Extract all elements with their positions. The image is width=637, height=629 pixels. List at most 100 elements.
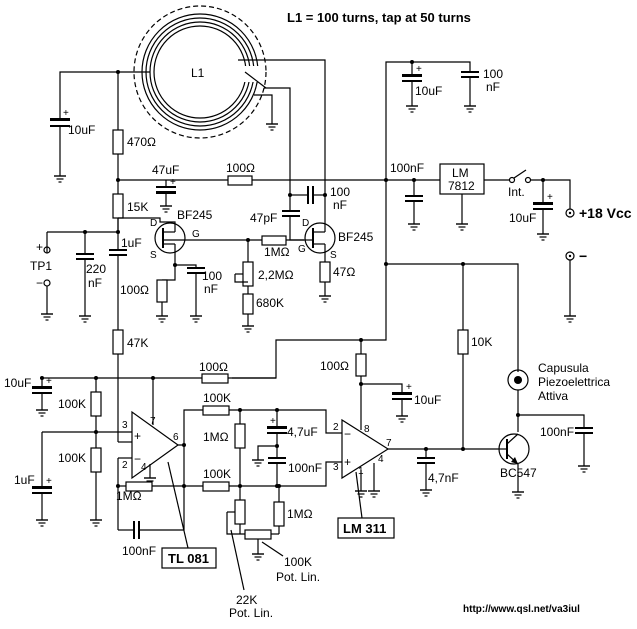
q1-pin-g: G: [192, 229, 200, 240]
resistor-680k-label: 680K: [256, 296, 284, 310]
resistor-10k: [457, 329, 469, 355]
cap-100nf-a-label: 100: [330, 185, 350, 199]
coil-label: L1: [191, 66, 205, 80]
resistor-100k-b: [90, 447, 102, 473]
q1-pin-s: S: [150, 250, 157, 261]
cap-100nf-top-unit: nF: [486, 80, 500, 94]
switch-contact-a: [508, 176, 516, 184]
resistor-100-a: [227, 175, 253, 186]
capacitor-10uf-lm311: + 10uF: [392, 382, 441, 410]
resistor-1m-a: [261, 235, 287, 246]
cap-100nf-b-unit: nF: [204, 282, 218, 296]
junctions: [40, 60, 545, 488]
resistor-100-c-label: 100Ω: [199, 360, 228, 374]
resistor-47k-label: 47K: [127, 336, 148, 350]
resistor-100k-c: [202, 405, 230, 416]
buzzer-line3: Attiva: [538, 389, 568, 403]
pot-22k-type: Pot. Lin.: [229, 606, 273, 620]
cap-10uf-e-label: 10uF: [4, 376, 31, 390]
resistor-100k-d-label: 100K: [203, 467, 231, 481]
cap-100nf-e-label: 100nF: [540, 425, 574, 439]
resistor-1m-c-label: 1MΩ: [116, 489, 142, 503]
chip-tl081-label: TL 081: [168, 551, 209, 566]
svg-text:+: +: [344, 455, 351, 469]
title: L1 = 100 turns, tap at 50 turns: [287, 10, 471, 25]
pot-100k[interactable]: [244, 529, 272, 540]
resistor-1m-d-label: 1MΩ: [287, 507, 313, 521]
supply-terminal-minus[interactable]: [565, 251, 575, 261]
resistor-47: [319, 261, 331, 283]
cap-10uf-reg-label: 10uF: [509, 211, 536, 225]
svg-text:+: +: [270, 416, 276, 427]
buzzer-line2: Piezoelettrica: [538, 375, 610, 389]
jfet-q1: D S G BF245: [118, 208, 213, 265]
q1-label: BF245: [177, 208, 213, 222]
svg-text:+: +: [547, 192, 553, 203]
resistor-1m-d: [273, 501, 285, 527]
comparator-lm311: − + 2 3 8 7 4 1: [333, 418, 392, 480]
cap-10uf-top-label: 10uF: [415, 84, 442, 98]
cap-100nf-d-label: 100nF: [122, 544, 156, 558]
chip-lm311-label: LM 311: [343, 521, 386, 536]
cap-220nf-unit: nF: [88, 276, 102, 290]
svg-text:+: +: [170, 177, 176, 188]
piezo-buzzer: Capusula Piezoelettrica Attiva: [507, 361, 610, 403]
svg-text:+: +: [406, 382, 412, 393]
q2-label: BF245: [338, 230, 374, 244]
tp1-label: TP1: [30, 259, 52, 273]
capacitor-10uf-reg: + 10uF: [509, 180, 553, 228]
jfet-q2: D G S BF245: [298, 218, 374, 262]
resistor-470: [112, 129, 124, 155]
resistor-1m-b-label: 1MΩ: [203, 430, 229, 444]
cap-10uf-label: 10uF: [68, 123, 95, 137]
resistor-680k: [242, 293, 254, 315]
q2-pin-d: D: [302, 218, 309, 229]
resistor-100k-a-label: 100K: [58, 397, 86, 411]
cap-220nf-label: 220: [86, 262, 106, 276]
capacitor-10uf-top: + 10uF: [402, 62, 442, 100]
resistor-100k-b-label: 100K: [58, 451, 86, 465]
tp1-plus: +: [36, 240, 43, 254]
switch-contact-b: [524, 176, 532, 184]
switch-lever[interactable]: [513, 169, 527, 179]
svg-text:+: +: [63, 108, 69, 119]
svg-text:3: 3: [333, 462, 339, 473]
q2-pin-g: G: [298, 244, 306, 255]
resistor-1m-b: [234, 423, 246, 449]
supply-minus-label: −: [579, 248, 587, 264]
capacitor-47uf: +: [156, 177, 176, 200]
svg-text:2: 2: [122, 460, 128, 471]
cap-100nf-reg-label: 100nF: [390, 161, 424, 175]
svg-text:6: 6: [173, 432, 179, 443]
cap-10uf-f-label: 10uF: [414, 393, 441, 407]
svg-text:−: −: [344, 427, 351, 441]
cap-47uf-label: 47uF: [152, 163, 179, 177]
supply-label: +18 Vcc: [579, 205, 632, 221]
resistor-100-b: [156, 279, 168, 303]
resistor-1m-a-label: 1MΩ: [264, 245, 290, 259]
resistor-100-b-label: 100Ω: [120, 283, 149, 297]
resistor-100-a-label: 100Ω: [226, 161, 255, 175]
resistor-10k-label: 10K: [471, 335, 492, 349]
svg-text:−: −: [134, 452, 141, 466]
resistor-100-d: [355, 353, 367, 377]
chip-tl081-box: [161, 547, 217, 569]
test-point-tp1: + − TP1: [30, 231, 118, 308]
cap-47pf-label: 47pF: [250, 211, 277, 225]
footer-url[interactable]: http://www.qsl.net/va3iul: [463, 604, 580, 615]
pot-22k[interactable]: [234, 499, 246, 525]
resistor-100-d-label: 100Ω: [320, 359, 349, 373]
resistor-100-c: [201, 373, 229, 384]
svg-text:7: 7: [386, 438, 392, 449]
svg-text:8: 8: [364, 424, 370, 435]
capacitor-10uf-tl081: +: [32, 376, 52, 404]
pot-2m2-label: 2,2MΩ: [258, 268, 294, 282]
chip-lm311-box: [337, 517, 395, 539]
supply-terminal-plus[interactable]: [565, 208, 575, 218]
cap-4u7-label: 4,7uF: [287, 425, 318, 439]
regulator-line2: 7812: [448, 179, 475, 193]
svg-text:3: 3: [122, 420, 128, 431]
capacitor-10uf-left-top: + 10uF: [50, 108, 95, 170]
coil-l1: L1: [133, 5, 267, 139]
